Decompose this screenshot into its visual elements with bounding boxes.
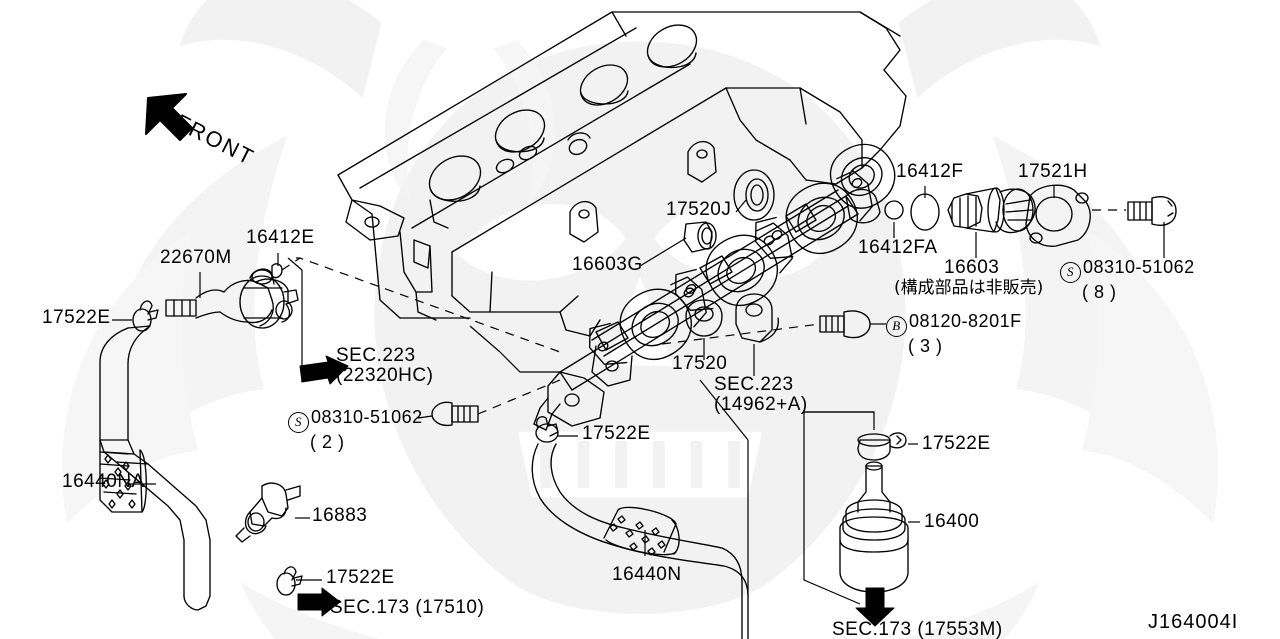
sec223-22320HC-arrow-icon [299, 355, 349, 385]
watermark-crest [62, 0, 1218, 639]
oring-16412FA-drawing [884, 200, 904, 220]
label-16603: 16603 [944, 257, 1000, 278]
sec223-22320HC-line2: (22320HC) [336, 364, 434, 386]
oring-16603G-drawing [683, 221, 717, 253]
injector-16603-drawing [947, 187, 1036, 234]
bolt-08310-51062-right-drawing [1127, 196, 1177, 226]
label-16603-note: (構成部品は非販売) [894, 278, 1044, 298]
sec223-14962-bracket [735, 293, 779, 343]
label-08310-51062-right-number: 08310-51062 [1083, 257, 1195, 277]
label-sec173-17553M: SEC.173 (17553M) [832, 619, 1003, 639]
hose-16440N-drawing [531, 443, 749, 639]
label-08120-8201F-qty: ( 3 ) [908, 336, 943, 356]
pressure-regulator-22670M-drawing [165, 268, 299, 329]
label-sec223-14962A: SEC.223 (14962+A) [714, 375, 808, 415]
clamp-17522E-center-drawing [535, 416, 559, 443]
label-16603G: 16603G [572, 254, 643, 275]
label-08120-8201F-number: 08120-8201F [909, 311, 1022, 331]
sec173-17553M-arrow-icon [855, 587, 895, 627]
group-boundary-lines [287, 257, 875, 605]
bolt-08310-51062-left-drawing [431, 401, 479, 427]
screw-symbol-icon: S [288, 412, 309, 433]
label-16440N: 16440N [612, 564, 682, 585]
sec223-14962A-line2: (14962+A) [714, 393, 808, 415]
clamp-17522E-left-drawing [132, 300, 159, 332]
label-16412FA: 16412FA [858, 237, 938, 258]
label-17522E-center: 17522E [582, 423, 651, 444]
front-arrow-icon [145, 93, 193, 141]
label-17520J: 17520J [666, 199, 732, 220]
label-16883: 16883 [312, 505, 368, 526]
oring-16412E-drawing [271, 263, 283, 279]
flange-17521H-drawing [1025, 184, 1091, 247]
label-22670M: 22670M [160, 247, 232, 268]
label-16400: 16400 [924, 511, 980, 532]
label-17521H: 17521H [1018, 161, 1088, 182]
bolt-symbol-icon: B [886, 316, 907, 337]
clamp-17522E-bottomleft-drawing [276, 566, 303, 596]
label-08310-51062-left-number: 08310-51062 [311, 407, 423, 427]
label-17522E-left: 17522E [42, 307, 111, 328]
label-16412F: 16412F [896, 161, 964, 182]
clamp-17522E-filter-drawing [857, 432, 907, 461]
label-sec223-22320HC: SEC.223 (22320HC) [336, 346, 433, 386]
insulator-17520J-drawing [733, 169, 775, 221]
label-17522E-filter: 17522E [922, 433, 991, 454]
label-16412E: 16412E [246, 227, 315, 248]
insulator-17520-drawing [685, 299, 723, 337]
hose-16440NA-drawing [99, 325, 211, 611]
label-17522E-bottom-left: 17522E [326, 567, 395, 588]
sec223-22320HC-line1: SEC.223 [336, 345, 416, 366]
label-08310-51062-right-qty: ( 8 ) [1082, 282, 1117, 302]
oring-16412F-drawing [910, 193, 940, 231]
label-08310-51062-left-qty: ( 2 ) [310, 432, 345, 452]
sec223-14962A-line1: SEC.223 [714, 374, 794, 395]
leader-lines [112, 186, 1165, 581]
screw-symbol-icon-right: S [1060, 262, 1081, 283]
fuel-rail-drawing [533, 143, 896, 431]
label-16440NA: 16440NA [62, 471, 145, 492]
label-17520: 17520 [672, 353, 728, 374]
sec173-17510-arrow-icon [297, 587, 341, 617]
label-sec173-17510: SEC.173 (17510) [330, 597, 485, 618]
clip-16883-drawing [235, 482, 301, 543]
valve-cover-drawing [337, 11, 907, 337]
diagram-id: J164004I [1148, 611, 1239, 633]
